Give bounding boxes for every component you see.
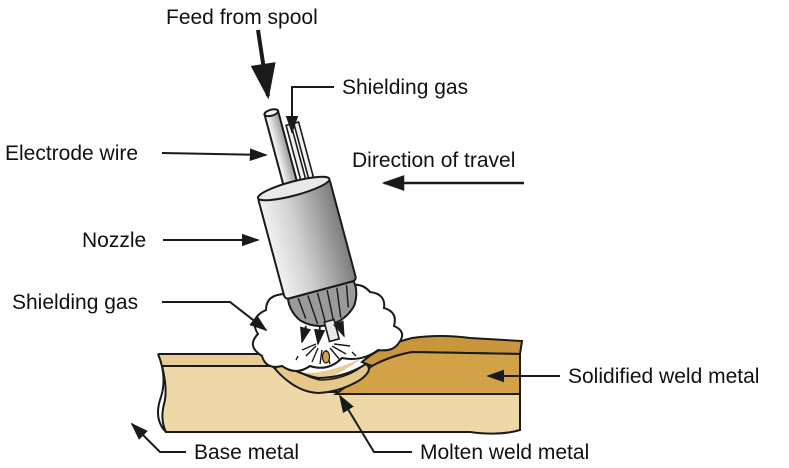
welding-torch [256, 108, 358, 343]
solidified-weld-metal-label: Solidified weld metal [568, 365, 759, 388]
direction-of-travel-label: Direction of travel [352, 149, 515, 172]
shielding-gas-top-label: Shielding gas [342, 76, 468, 99]
shielding-gas-top-leader [285, 86, 334, 134]
molten-weld-metal-label: Molten weld metal [420, 441, 589, 464]
base-metal-label: Base metal [194, 441, 299, 464]
shielding-gas-left-leader [162, 301, 268, 332]
base-metal-left-edge [157, 353, 167, 433]
base-metal-leader [130, 422, 186, 453]
gas-flow-arrows [300, 320, 345, 346]
metal-droplet [321, 350, 331, 364]
molten-weld-leader [339, 394, 412, 453]
electrode-wire-leader [161, 148, 268, 161]
feed-arrow [250, 29, 276, 100]
shielding-gas-left-label: Shielding gas [12, 291, 138, 314]
electrode-wire-label: Electrode wire [5, 142, 138, 165]
arc-sparks [295, 343, 357, 365]
molten-pool-shape [270, 352, 370, 395]
nozzle-label: Nozzle [82, 229, 146, 252]
feed-from-spool-label: Feed from spool [166, 6, 318, 29]
